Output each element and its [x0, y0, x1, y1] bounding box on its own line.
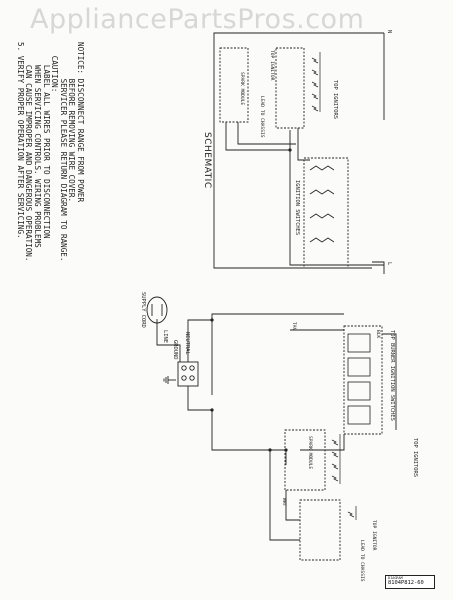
part-number-caption: DIAGRAM: [388, 576, 403, 580]
notice-line: 5. VERIFY PROPER OPERATION AFTER SERVICI…: [15, 42, 25, 239]
spark-module-box-1: [284, 429, 326, 491]
schematic-l-label: L: [386, 262, 392, 266]
schematic-n-label: N: [386, 30, 392, 34]
schematic-top-ignitor-label: TOP IGNITOR: [269, 50, 274, 81]
schematic-ignitor-sparks: [311, 52, 321, 112]
wire-blk-label: BLK: [375, 330, 380, 339]
notice-line: SERVICER PLEASE RETURN DIAGRAM TO RANGE.: [58, 42, 68, 262]
notice-line: WHEN SERVICING CONTROLS. WIRING PROBLEMS: [33, 42, 43, 248]
wire-neutral: [187, 319, 213, 395]
notice-line: LABEL ALL WIRES PRIOR TO DISCONNECTION: [41, 42, 51, 239]
schematic-title: SCHEMATIC: [202, 132, 212, 189]
schematic-ignition-switches-box: [303, 157, 349, 269]
line-label: LINE: [162, 330, 168, 343]
supply-cord-wire: [156, 323, 181, 362]
wire-wht: [211, 410, 287, 465]
watermark: AppliancePartsPros.com: [30, 4, 365, 35]
schematic-spark-module-label: SPARK MODULE: [239, 72, 244, 106]
notice-line: NOTICE: DISCONNECT RANGE FROM POWER: [76, 42, 85, 203]
wire-switch-down: [300, 434, 345, 451]
spark-module-label: SPARK MODULE: [307, 436, 312, 470]
wire-wht-label: WHT: [281, 498, 286, 507]
schematic-ignition-switches-label: IGNITION SWITCHES: [294, 180, 300, 236]
schematic-spark-module-box-2: [275, 47, 305, 129]
notice-block: NOTICE: DISCONNECT RANGE FROM POWER BEFO…: [15, 42, 85, 262]
part-number: 8104P812-60: [388, 580, 424, 586]
supply-cord-label: SUPPLY CORD: [140, 292, 146, 328]
schematic-bus-top: [213, 32, 384, 38]
ignition-switches-title: TOP BURNER IGNITION SWITCHES: [389, 330, 395, 421]
wire-tan-bottom: [269, 450, 300, 541]
schematic-top-ignitors-label: TOP IGNITORS: [332, 80, 338, 119]
ground-symbol: [163, 376, 176, 384]
ignitor-sparks: [331, 434, 357, 520]
schematic-l-bracket: [372, 261, 385, 274]
schematic-lead-to-chassis-label: LEAD TO CHASSIS: [259, 96, 264, 138]
top-ignitors-label: TOP IGNITORS: [412, 438, 418, 477]
schematic-switch-contacts: [309, 165, 335, 243]
supply-cord-plug: [146, 296, 168, 324]
wire-bus-switches: [382, 333, 397, 430]
notice-line: BEFORE REMOVING WIRE COVER.: [67, 42, 77, 203]
schematic-wire-d: [289, 150, 384, 266]
wire-module-link: [285, 490, 300, 521]
lead-to-chassis-label: LEAD TO CHASSIS: [359, 540, 364, 582]
notice-line: CAUTION:: [50, 42, 60, 93]
terminal-block: [177, 361, 199, 387]
ignition-switches: [347, 333, 371, 425]
part-number-box: DIAGRAM 8104P812-60: [385, 575, 435, 589]
wire-to-switches-top: [211, 313, 344, 320]
wire-tan-label: TAN: [291, 322, 296, 331]
schematic-spark-module-box: [219, 47, 249, 123]
schematic-wire-a: [225, 122, 291, 151]
wire-line: [187, 386, 212, 411]
ignition-switches-box: [343, 325, 383, 435]
ground-label: GROUND: [172, 340, 178, 360]
spark-module-box-2: [299, 499, 341, 561]
schematic-wire-c: [297, 128, 310, 161]
connection-dots: [210, 148, 292, 452]
neutral-label: NEUTRAL: [184, 332, 190, 355]
top-ignitor-label: TOP IGNITOR: [371, 520, 376, 551]
notice-line: CAN CAUSE IMPROPER AND DANGEROUS OPERATI…: [24, 42, 34, 262]
schematic-wire-b: [237, 122, 296, 145]
